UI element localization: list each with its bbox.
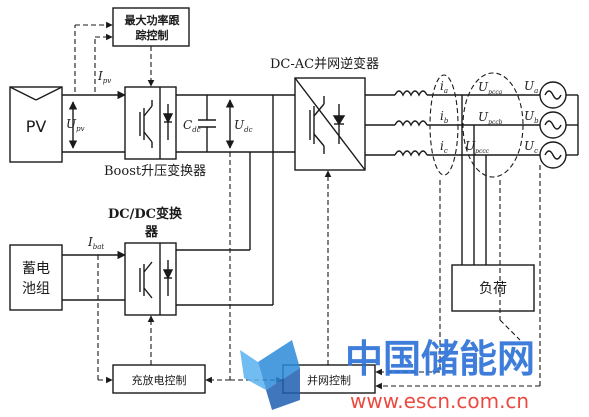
watermark-url: www.escn.com.cn	[350, 389, 529, 413]
label-ib: ib	[440, 109, 449, 125]
mppt-label-line2: 踪控制	[136, 28, 169, 42]
label-ic: ic	[440, 139, 448, 155]
label-ibat: Ibat	[87, 235, 104, 251]
boost-label: Boost升压变换器	[104, 163, 206, 179]
label-uc: Uc	[524, 139, 538, 155]
label-ua: Ua	[524, 79, 538, 95]
dcac-label: DC-AC并网逆变器	[270, 56, 379, 72]
label-ipv: Ipv	[97, 69, 111, 85]
label-cdc: Cdc	[183, 118, 201, 134]
dcdc-label-line1: DC/DC变换	[108, 206, 183, 222]
pv-label: PV	[26, 117, 47, 136]
battery-label-line1: 蓄电	[22, 261, 50, 277]
label-upccc: Upccc	[465, 139, 490, 155]
label-ia: ia	[440, 79, 448, 95]
battery-box	[9, 244, 63, 311]
label-udc: Udc	[234, 118, 253, 134]
watermark-logo	[240, 340, 300, 410]
load-label: 负荷	[479, 281, 507, 297]
text-labels: 最大功率跟 踪控制 PV Boost升压变换器 DC-AC并网逆变器 DC/DC…	[22, 13, 539, 387]
mppt-label-line1: 最大功率跟	[125, 13, 181, 27]
watermark-title: 中国储能网	[345, 337, 535, 381]
label-upccb: Upccb	[478, 110, 503, 126]
charge-control-box	[112, 364, 206, 394]
grid-control-label: 并网控制	[307, 373, 351, 387]
label-upcca: Upcca	[478, 80, 503, 96]
label-ub: Ub	[524, 109, 539, 125]
load-box	[451, 264, 535, 312]
dcdc-label-line2: 器	[144, 225, 159, 240]
mppt-box	[112, 7, 190, 47]
label-upv: Upv	[66, 117, 85, 133]
charge-control-label: 充放电控制	[132, 373, 187, 387]
battery-label-line2: 池组	[22, 281, 50, 297]
wiring	[9, 7, 579, 394]
